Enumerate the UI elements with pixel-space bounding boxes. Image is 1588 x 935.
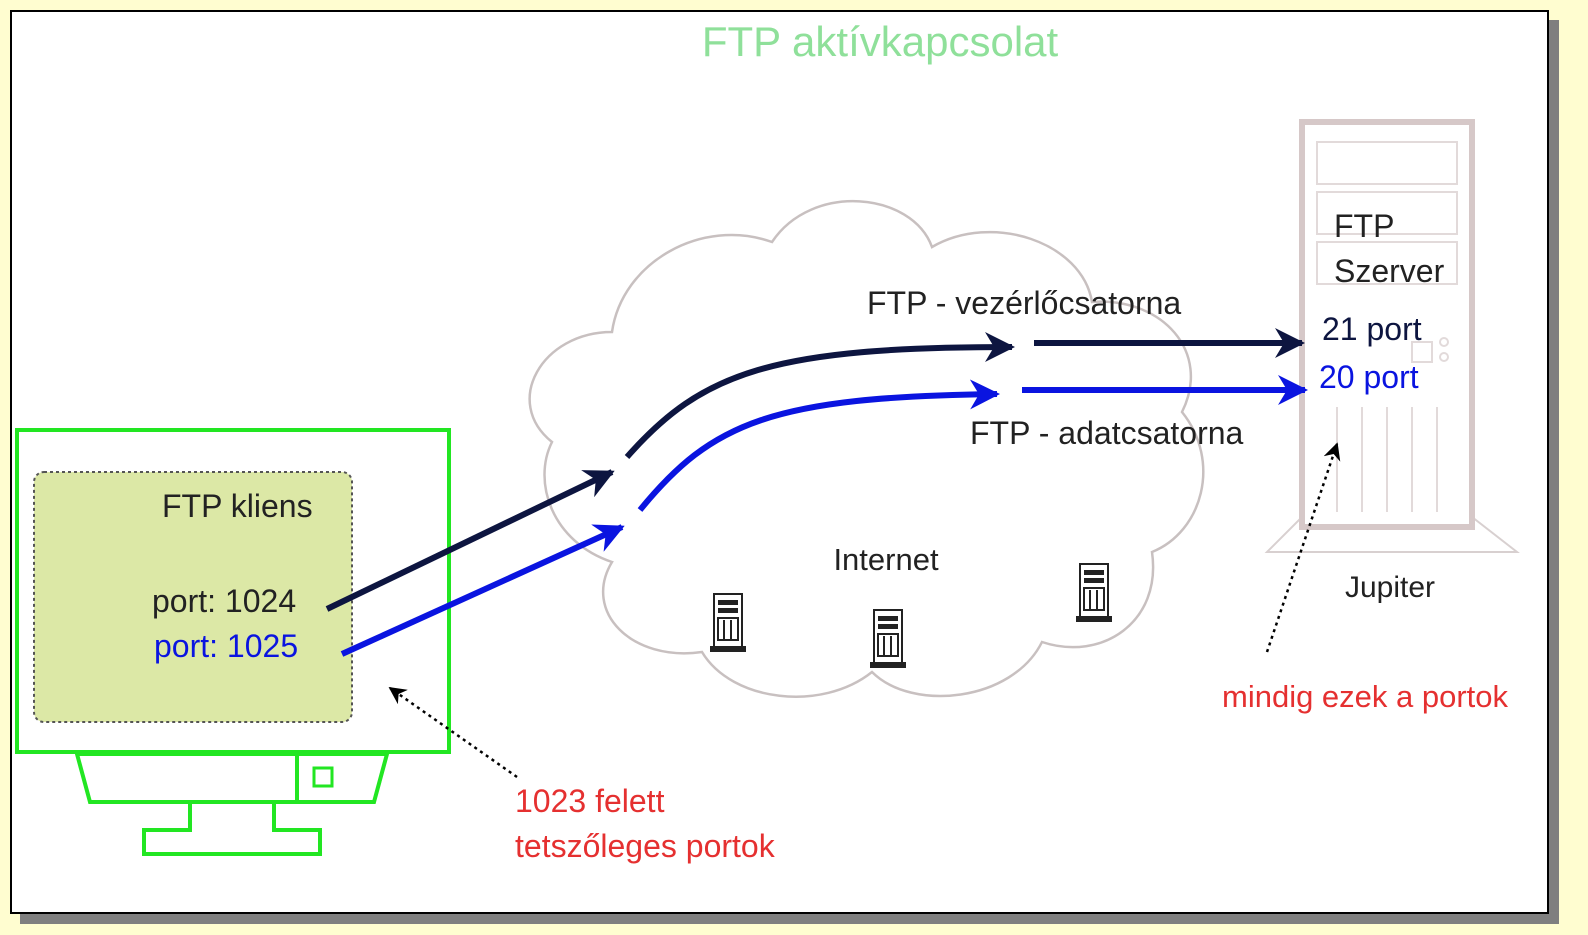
client-data-port: port: 1025 [154, 628, 298, 664]
client-label: FTP kliens [162, 488, 313, 524]
control-channel-arrows [325, 328, 1305, 612]
diagram-title: FTP aktívkapcsolat [702, 18, 1059, 65]
router-server-icon [710, 593, 746, 652]
control-channel-segment-2 [624, 332, 1015, 459]
ftp-active-diagram: FTP aktívkapcsolat Internet [15, 18, 1520, 864]
server-ports-note: mindig ezek a portok [1222, 679, 1509, 714]
client-computer-icon [15, 428, 451, 856]
router-server-icon [870, 609, 906, 668]
internet-cloud [528, 200, 1205, 698]
client-ports-pointer [388, 686, 518, 779]
server-label-line2: Szerver [1334, 253, 1445, 289]
router-server-icon [1076, 563, 1112, 622]
diagram-frame: FTP aktívkapcsolat Internet [10, 10, 1549, 914]
client-ports-note-line1: 1023 felett [515, 783, 665, 819]
server-data-port: 20 port [1319, 359, 1419, 395]
server-name: Jupiter [1345, 571, 1435, 604]
server-control-port: 21 port [1322, 311, 1422, 347]
control-channel-segment-1 [325, 469, 615, 612]
server-label-line1: FTP [1334, 208, 1394, 244]
data-channel-label: FTP - adatcsatorna [970, 415, 1244, 451]
data-channel-arrows [340, 375, 1308, 657]
control-channel-label: FTP - vezérlőcsatorna [867, 285, 1181, 321]
data-channel-segment-1 [340, 524, 625, 657]
client-ports-note-line2: tetszőleges portok [515, 828, 776, 864]
client-control-port: port: 1024 [152, 583, 296, 619]
internet-label: Internet [833, 542, 939, 577]
data-channel-segment-2 [637, 379, 1000, 512]
server-ports-pointer [1265, 442, 1341, 653]
